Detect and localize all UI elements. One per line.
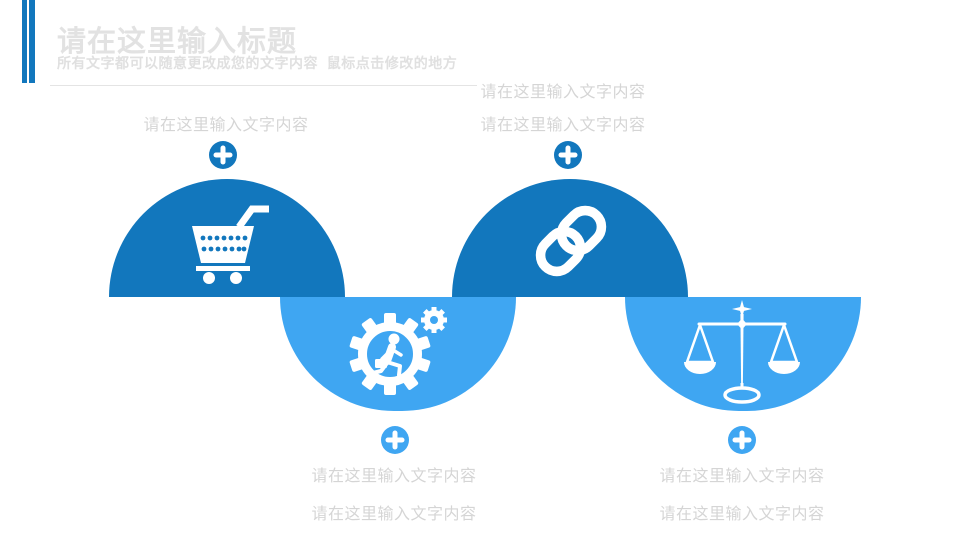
slide-title-placeholder[interactable]: 请在这里输入标题 xyxy=(57,26,298,58)
step4-label-line2[interactable]: 请在这里输入文字内容 xyxy=(659,506,825,523)
step4-add-button[interactable] xyxy=(728,426,756,454)
step3-add-button[interactable] xyxy=(381,426,409,454)
plus-icon xyxy=(732,430,752,450)
header-divider xyxy=(50,85,477,86)
step3-label-line1[interactable]: 请在这里输入文字内容 xyxy=(311,468,477,485)
step2-add-button[interactable] xyxy=(554,141,582,169)
step2-label-line1[interactable]: 请在这里输入文字内容 xyxy=(480,84,646,101)
step1-label-line1[interactable]: 请在这里输入文字内容 xyxy=(143,117,309,134)
chain-link-icon xyxy=(528,198,614,289)
shopping-cart-icon xyxy=(179,200,271,289)
accent-bar-left xyxy=(22,0,27,83)
step4-label-line1[interactable]: 请在这里输入文字内容 xyxy=(659,468,825,485)
plus-icon xyxy=(558,145,578,165)
step2-label-line2[interactable]: 请在这里输入文字内容 xyxy=(480,117,646,134)
accent-bar-right xyxy=(29,0,35,83)
gear-businessman-icon xyxy=(340,300,452,405)
plus-icon xyxy=(213,145,233,165)
scales-icon xyxy=(680,300,804,409)
step1-add-button[interactable] xyxy=(209,141,237,169)
step3-label-line2[interactable]: 请在这里输入文字内容 xyxy=(311,506,477,523)
slide-subtitle-placeholder[interactable]: 所有文字都可以随意更改成您的文字内容 鼠标点击修改的地方 xyxy=(57,55,458,71)
plus-icon xyxy=(385,430,405,450)
